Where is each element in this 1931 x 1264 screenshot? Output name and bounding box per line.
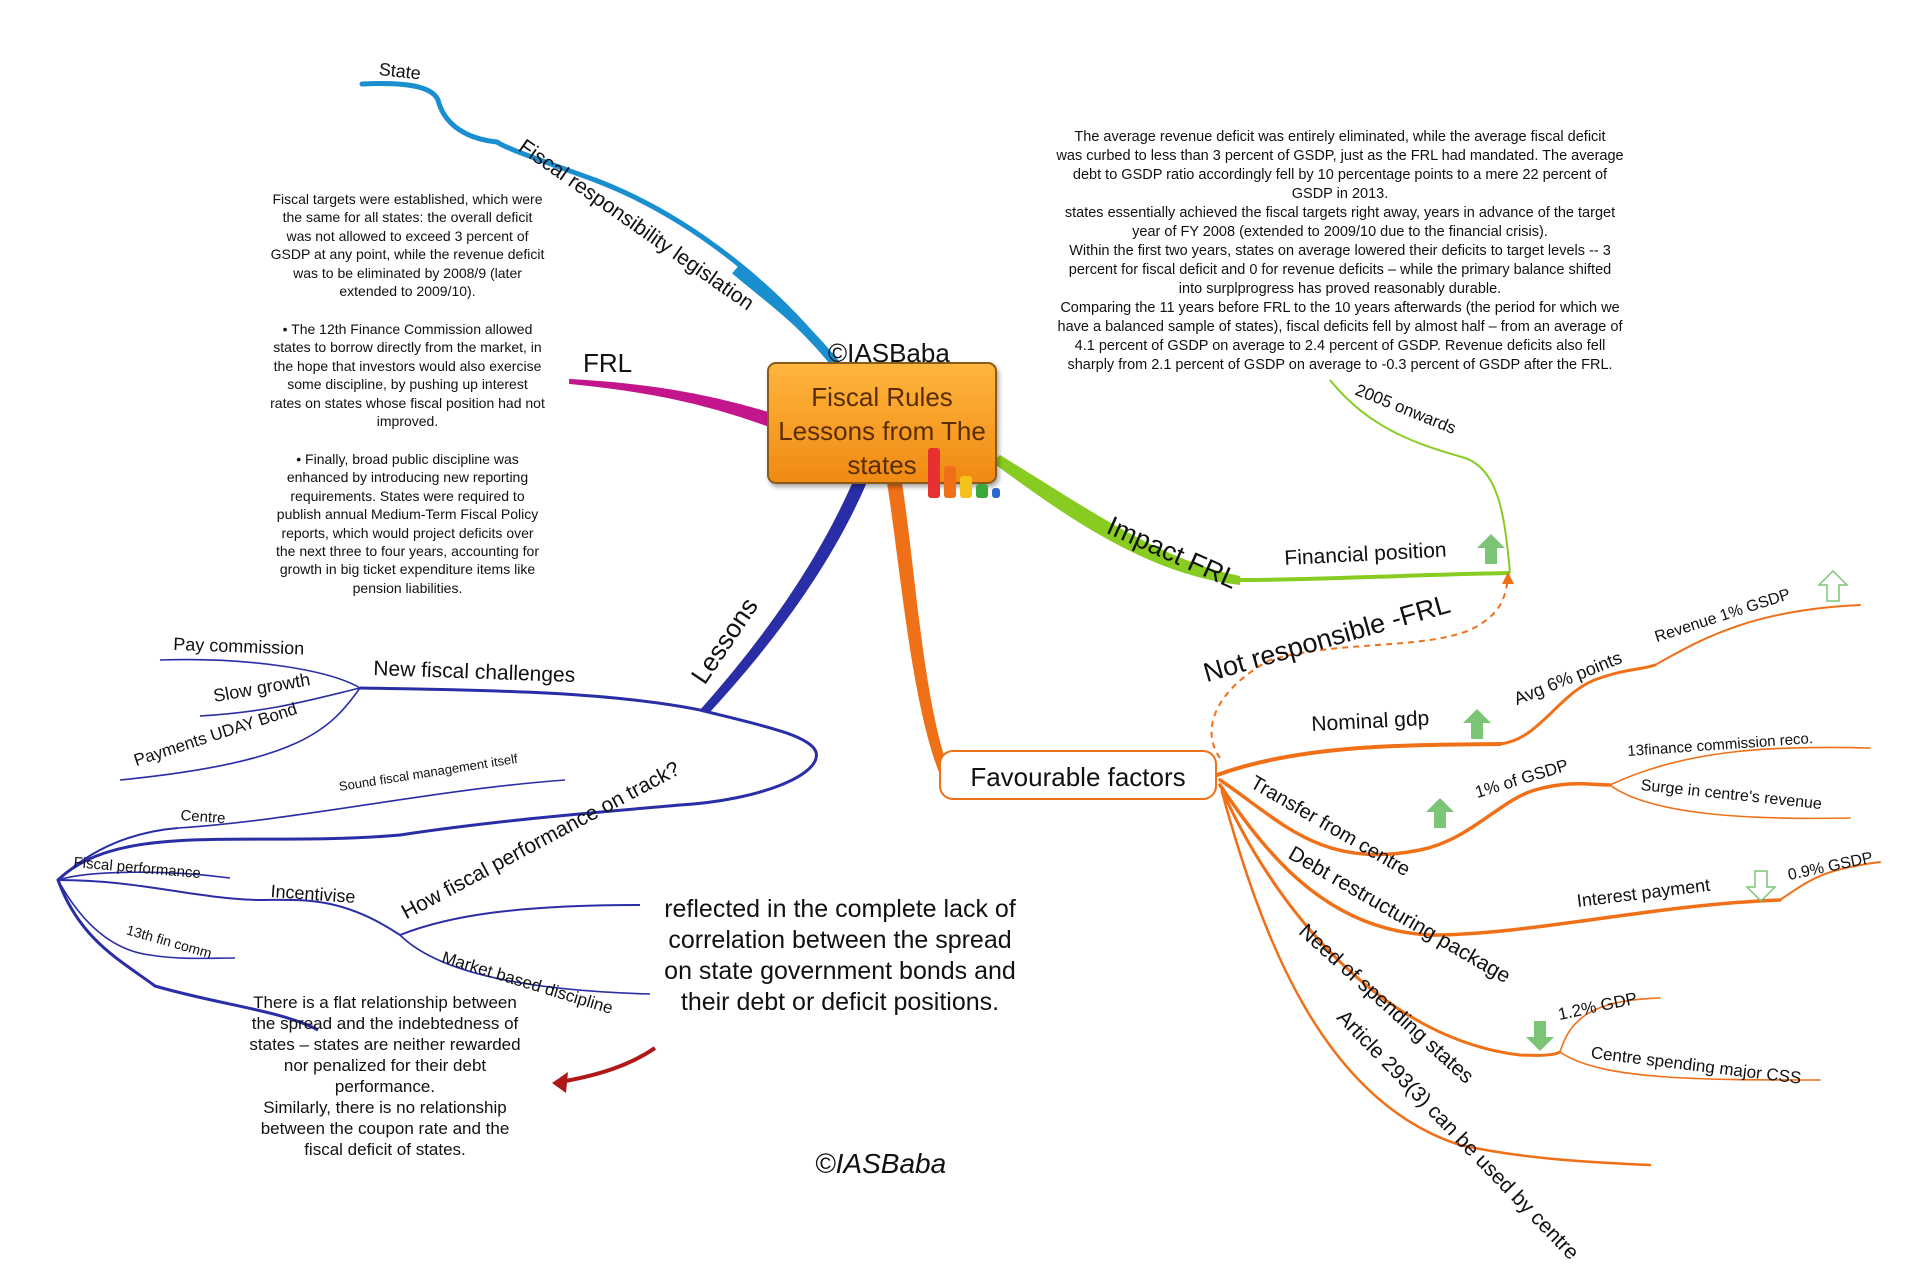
impact-note-line: have a balanced sample of states), fisca…: [1057, 319, 1623, 335]
central-title-line-3: states: [847, 450, 917, 480]
favourable-factors-node[interactable]: Favourable factors: [939, 750, 1217, 800]
impact-note-line: Within the first two years, states on av…: [1069, 243, 1611, 259]
flat-note-line: There is a flat relationship between: [253, 993, 517, 1012]
flat-note-line: fiscal deficit of states.: [304, 1140, 466, 1159]
frl-note-paragraph: • The 12th Finance Commission allowed st…: [270, 320, 545, 430]
arrow-up-outline-icon: [1818, 570, 1848, 602]
impact-note-line: sharply from 2.1 percent of GSDP on aver…: [1067, 357, 1613, 373]
note-pointer-arrow: [559, 1046, 657, 1084]
impact-note-line: The average revenue deficit was entirely…: [1074, 129, 1606, 145]
label-pay-commission[interactable]: Pay commission: [172, 634, 305, 659]
impact-note-line: states essentially achieved the fiscal t…: [1064, 205, 1616, 221]
impact-note-line: Comparing the 11 years before FRL to the…: [1060, 300, 1620, 316]
branch-lessons: [700, 460, 872, 712]
bar-chart-icon: [928, 448, 1000, 498]
flat-note-line: performance.: [334, 1077, 436, 1096]
arrow-up-icon: [1477, 534, 1505, 564]
reflected-note-line: correlation between the spread: [668, 926, 1012, 954]
frl-note: Fiscal targets were established, which w…: [270, 190, 545, 616]
reflected-note-line: reflected in the complete lack of: [664, 895, 1016, 923]
frl-note-paragraph: • Finally, broad public discipline was e…: [275, 450, 540, 596]
impact-note-line: year of FY 2008 (extended to 2009/10 due…: [1132, 224, 1548, 240]
central-node[interactable]: Fiscal Rules Lessons from The states: [767, 362, 997, 484]
impact-frl-note: The average revenue deficit was entirely…: [1000, 128, 1680, 375]
impact-note-line: into surplprogress has proved reasonably…: [1178, 281, 1502, 297]
impact-note-line: GSDP in 2013.: [1291, 186, 1389, 202]
flat-note-line: states – states are neither rewarded: [249, 1035, 521, 1054]
central-title-line-2: Lessons from The: [778, 416, 986, 446]
impact-note-line: was curbed to less than 3 percent of GSD…: [1056, 148, 1624, 164]
label-frl[interactable]: FRL: [583, 348, 633, 378]
watermark-bottom: ©IASBaba: [815, 1148, 947, 1179]
frl-note-paragraph: Fiscal targets were established, which w…: [270, 191, 545, 300]
impact-note-line: 4.1 percent of GSDP on average to 2.4 pe…: [1074, 338, 1606, 354]
label-centre[interactable]: Centre: [179, 807, 227, 828]
arrow-up-icon: [1463, 709, 1491, 739]
flat-note-line: nor penalized for their debt: [283, 1056, 487, 1075]
arrow-up-icon: [1426, 798, 1454, 828]
branch-favourable: [885, 470, 950, 775]
branch-frl: [569, 378, 776, 430]
impact-note-line: debt to GSDP ratio accordingly fell by 1…: [1072, 167, 1608, 183]
flat-relationship-note: There is a flat relationship between the…: [225, 992, 545, 1160]
arrow-down-icon: [1526, 1021, 1554, 1051]
reflected-note-line: on state government bonds and: [664, 957, 1016, 985]
label-state[interactable]: State: [377, 59, 422, 84]
reflected-note: reflected in the complete lack of correl…: [640, 894, 1040, 1018]
reflected-note-line: their debt or deficit positions.: [680, 988, 1000, 1016]
impact-note-line: percent for fiscal deficit and 0 for rev…: [1068, 262, 1612, 278]
watermark-top: ©IASBaba: [828, 338, 950, 368]
central-title-line-1: Fiscal Rules: [811, 382, 953, 412]
branch-not-responsible: [1210, 577, 1509, 759]
branch-fiscal-responsibility: [359, 81, 845, 375]
flat-note-line: between the coupon rate and the: [260, 1119, 510, 1138]
branch-impact-frl: [992, 455, 1240, 585]
flat-note-line: the spread and the indebtedness of: [251, 1014, 519, 1033]
flat-note-line: Similarly, there is no relationship: [263, 1098, 507, 1117]
arrow-down-outline-icon: [1746, 870, 1776, 902]
